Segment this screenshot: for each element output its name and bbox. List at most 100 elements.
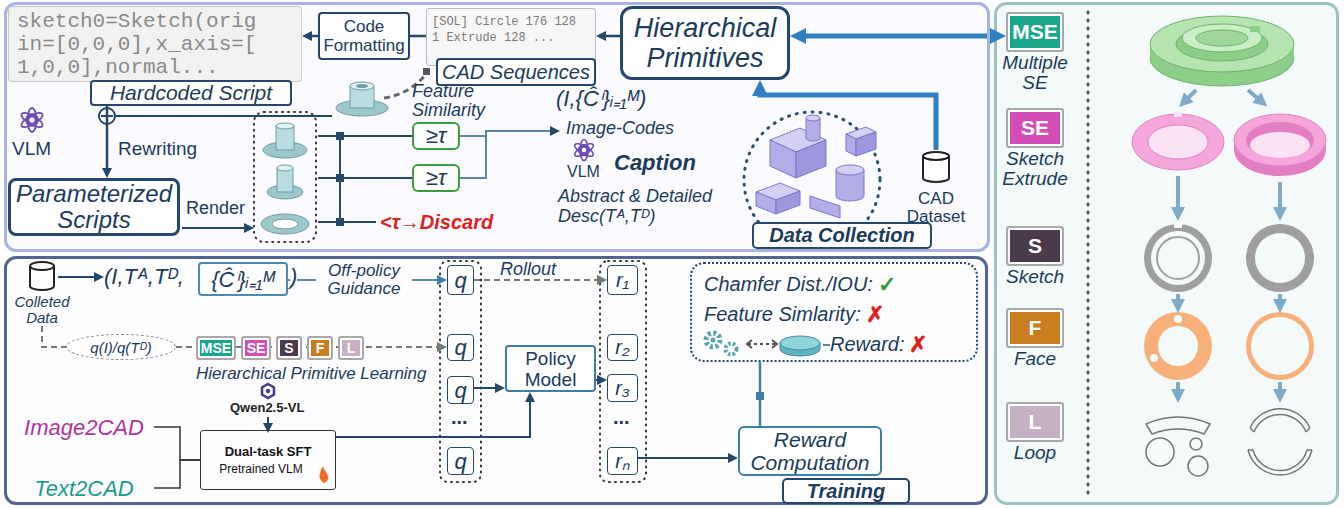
- node-text: CAD Dataset: [900, 190, 972, 226]
- reward-box: Chamfer Dist./IOU:✓Feature Simlarity:✗Re…: [690, 262, 978, 362]
- model-label: VLM: [12, 138, 51, 160]
- node-subtext: Reward:: [830, 333, 904, 356]
- node-text: F: [1029, 316, 1042, 340]
- text-row: Reward:✗: [704, 329, 964, 359]
- discard-label: <τ→Discard: [380, 211, 493, 234]
- text-row: Chamfer Dist./IOU:✓: [704, 269, 964, 299]
- node-text: Colleted Data: [8, 294, 76, 326]
- query-box: q: [447, 376, 474, 404]
- connector: [596, 379, 603, 381]
- vlm-icon: [573, 140, 595, 161]
- node-text: r₃: [615, 377, 630, 400]
- primitive-chip: FFace: [1006, 308, 1064, 348]
- node-text: Policy Model: [507, 348, 594, 390]
- training-panel: Training Colleted Data {Ĉⁱ}ᵢ₌₁ᴹ q(I)/q(Tᴰ) M…: [4, 256, 988, 505]
- connector: [600, 35, 620, 38]
- node-subtext: ✗: [909, 332, 927, 357]
- node-text: q: [454, 268, 466, 293]
- response-box: rₙ: [607, 447, 638, 475]
- node-text: S: [284, 340, 293, 356]
- vlm-icon: [20, 108, 45, 132]
- query-group: [440, 261, 481, 482]
- node-text: q: [454, 378, 466, 403]
- node-text: q: [454, 449, 466, 474]
- description-label: Abstract & Detailed Desc(Tᴬ,Tᴰ): [558, 186, 738, 226]
- node-text: Image2CAD: [24, 415, 144, 440]
- node-text: Hardcoded Script: [110, 82, 272, 104]
- reward-illustration: [706, 333, 830, 400]
- node-text: F: [316, 340, 325, 356]
- step-label: Image-Codes: [566, 118, 674, 139]
- panel-heading: Training: [782, 478, 910, 504]
- connector: [410, 35, 426, 38]
- query-box: q: [447, 265, 474, 295]
- connector: [154, 427, 200, 460]
- dataset-store: Colleted Data: [8, 260, 76, 326]
- node-subtext: ✗: [866, 302, 884, 327]
- node-text: q: [454, 335, 466, 360]
- node-subtext: Multiple SE: [992, 53, 1078, 93]
- query-box: q: [447, 447, 474, 475]
- node-text: CAD Sequences: [442, 61, 590, 83]
- response-box: r₂: [607, 334, 638, 361]
- node-text: Reward Computation: [740, 428, 880, 474]
- node-text: SE: [1021, 116, 1049, 140]
- node-text: L: [347, 340, 356, 356]
- node-text: MSE: [201, 340, 231, 356]
- divider: [1087, 12, 1090, 496]
- node-text: [SOL] Circle 176 128 1 Extrude 128 ...: [432, 14, 590, 46]
- connector: [154, 460, 200, 488]
- node-text: {Ĉⁱ}ᵢ₌₁ᴹ: [211, 267, 274, 292]
- node-text: rₙ: [615, 450, 630, 473]
- connector: [760, 88, 936, 150]
- connector: [759, 362, 762, 426]
- step-label: Rewriting: [118, 138, 197, 160]
- dataset-store: CAD Dataset: [900, 150, 972, 226]
- math-label: ): [290, 264, 297, 289]
- code-set-box: {Ĉⁱ}ᵢ₌₁ᴹ: [198, 262, 288, 296]
- node-text: Code Formatting: [320, 17, 408, 55]
- panel-ground: [6, 4, 989, 251]
- step-label: Feature Similarity: [412, 82, 498, 120]
- node-text: r₂: [615, 336, 629, 359]
- connector: [106, 106, 109, 174]
- response-box: r₁: [607, 265, 638, 295]
- node-text: Hierarchical Primitives: [623, 13, 787, 73]
- connector: [638, 457, 734, 459]
- step-label: Hierarchical Primitive Learning: [196, 364, 427, 384]
- node-text: SE: [247, 340, 266, 356]
- sft-box: Dual-task SFTPretrained VLM: [200, 430, 336, 490]
- threshold-box: ≥τ: [412, 122, 460, 150]
- data-collection-panel: Data Collectionsketch0=Sketch(orig in=[0…: [4, 2, 990, 252]
- primitive-chip: MSEMultiple SE: [1006, 12, 1064, 52]
- model-label: VLM: [567, 163, 600, 181]
- connector: [336, 396, 530, 437]
- plus-symbol: [99, 108, 332, 124]
- query-box: q: [447, 334, 474, 361]
- response-group: [600, 261, 646, 482]
- node-text: ≥τ: [426, 124, 446, 148]
- node-text: q(I)/q(Tᴰ): [90, 339, 151, 356]
- primitive-illustration: [1132, 16, 1326, 476]
- data-arrow: [58, 276, 100, 278]
- code-box: sketch0=Sketch(orig in=[0,0,0],x_axis=[ …: [8, 6, 302, 82]
- connector: [798, 34, 998, 39]
- process-box: Code Formatting: [318, 12, 410, 60]
- connector: [306, 35, 318, 38]
- primitive-box: Hierarchical Primitives: [620, 6, 790, 80]
- task-label: Text2CAD: [14, 474, 154, 502]
- primitive-chip: SE: [241, 336, 271, 360]
- node-subtext: Pretrained VLM: [219, 462, 302, 476]
- rendered-variants: [254, 112, 316, 242]
- connector: [474, 279, 603, 281]
- response-box: r₃: [607, 374, 638, 402]
- connector: [474, 387, 501, 389]
- database-icon: [923, 152, 949, 182]
- text-row: Feature Simlarity:✗: [704, 299, 964, 329]
- node-text: MSE: [1012, 20, 1058, 44]
- node-text: L: [1029, 410, 1042, 434]
- node-text: S: [1028, 234, 1042, 258]
- model-arrow: [267, 417, 269, 429]
- connector: [42, 326, 66, 347]
- node-text: r₁: [616, 269, 629, 292]
